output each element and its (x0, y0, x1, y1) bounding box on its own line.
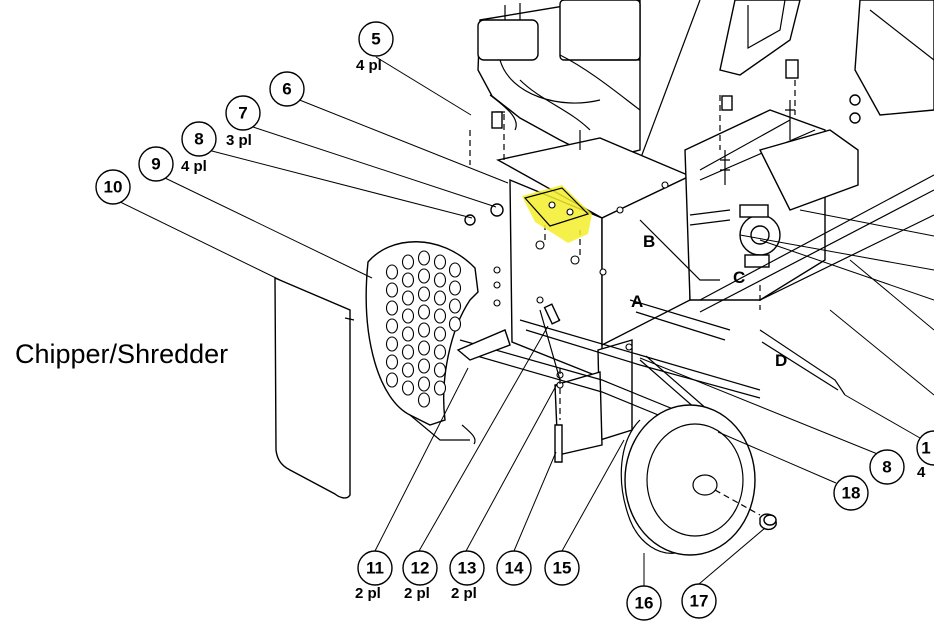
callout-7: 7 3 pl (225, 95, 261, 149)
triangle-bracket (456, 329, 511, 361)
callout-16: 16 (626, 585, 662, 621)
screen-hole (385, 318, 399, 334)
screen-hole (433, 326, 447, 342)
callout-8: 8 4 pl (181, 121, 217, 175)
screen-hole (385, 300, 399, 316)
svg-text:9: 9 (151, 155, 160, 174)
rubber-flap (274, 276, 355, 499)
label-a: A (631, 292, 643, 311)
svg-text:8: 8 (882, 458, 891, 477)
screen-hole (385, 336, 399, 352)
screen-hole (401, 344, 415, 360)
screen-hole (417, 322, 431, 338)
screen-hole (417, 358, 431, 374)
screen-hole (385, 264, 399, 280)
screen-hole (417, 286, 431, 302)
screen-hole (401, 290, 415, 306)
leader-lines (113, 56, 934, 586)
screen-hole (448, 280, 462, 296)
discharge-chute (639, 0, 934, 161)
svg-text:2 pl: 2 pl (404, 585, 430, 602)
callout-9: 9 (138, 146, 174, 182)
diagram-caption: Chipper/Shredder (15, 339, 228, 369)
callout-11: 11 2 pl (355, 550, 393, 602)
wheel (620, 404, 777, 556)
perforated-screen (365, 241, 479, 445)
screen-hole (433, 290, 447, 306)
svg-text:17: 17 (690, 592, 709, 611)
svg-text:2 pl: 2 pl (355, 585, 381, 602)
svg-text:18: 18 (842, 484, 861, 503)
svg-text:11: 11 (366, 559, 384, 578)
callout-18: 18 (833, 475, 869, 511)
svg-text:10: 10 (104, 178, 123, 197)
svg-text:4: 4 (917, 464, 926, 481)
screen-hole (401, 362, 415, 378)
svg-text:15: 15 (553, 559, 572, 578)
svg-text:4 pl: 4 pl (356, 57, 382, 74)
frame-assembly (459, 59, 934, 463)
screen-hole (433, 380, 447, 396)
svg-text:5: 5 (371, 30, 380, 49)
screen-hole (385, 372, 399, 388)
screen-hole (401, 380, 415, 396)
callout-6: 6 (269, 71, 305, 107)
label-b: B (643, 232, 655, 251)
callout-8-right: 8 (869, 449, 905, 485)
screen-hole (448, 262, 462, 278)
screen-hole (401, 272, 415, 288)
screen-hole (417, 392, 431, 408)
callout-12: 12 2 pl (402, 550, 438, 602)
callout-19-partial: 1 4 (916, 430, 934, 481)
screen-hole (433, 362, 447, 378)
screen-hole (401, 254, 415, 270)
svg-text:2 pl: 2 pl (451, 585, 477, 602)
callout-15: 15 (544, 550, 580, 586)
callout-17: 17 (681, 583, 717, 619)
screen-hole (417, 376, 431, 392)
screen-hole (433, 308, 447, 324)
svg-text:16: 16 (635, 594, 654, 613)
callout-5: 5 4 pl (356, 21, 394, 74)
screen-hole (401, 308, 415, 324)
svg-text:8: 8 (194, 130, 203, 149)
svg-text:14: 14 (505, 559, 524, 578)
screen-hole (385, 354, 399, 370)
svg-text:6: 6 (282, 80, 291, 99)
screen-hole (417, 304, 431, 320)
callout-10: 10 (95, 169, 131, 205)
screen-hole (448, 316, 462, 332)
svg-text:1: 1 (921, 439, 930, 458)
screen-hole (417, 340, 431, 356)
svg-text:7: 7 (238, 104, 247, 123)
svg-text:4 pl: 4 pl (181, 158, 207, 175)
svg-text:3 pl: 3 pl (226, 132, 252, 149)
screen-hole (401, 326, 415, 342)
screen-hole (385, 282, 399, 298)
screen-hole (417, 268, 431, 284)
highlighted-bracket (522, 185, 592, 243)
label-d: D (775, 351, 787, 370)
svg-text:13: 13 (458, 559, 477, 578)
label-c: C (733, 268, 745, 287)
screen-hole (448, 298, 462, 314)
engine (477, 0, 641, 161)
screen-hole (433, 254, 447, 270)
screen-hole (433, 344, 447, 360)
screen-hole (417, 250, 431, 266)
callout-14: 14 (496, 550, 532, 586)
callout-13: 13 2 pl (449, 550, 485, 602)
screen-hole (433, 272, 447, 288)
svg-text:12: 12 (411, 559, 430, 578)
